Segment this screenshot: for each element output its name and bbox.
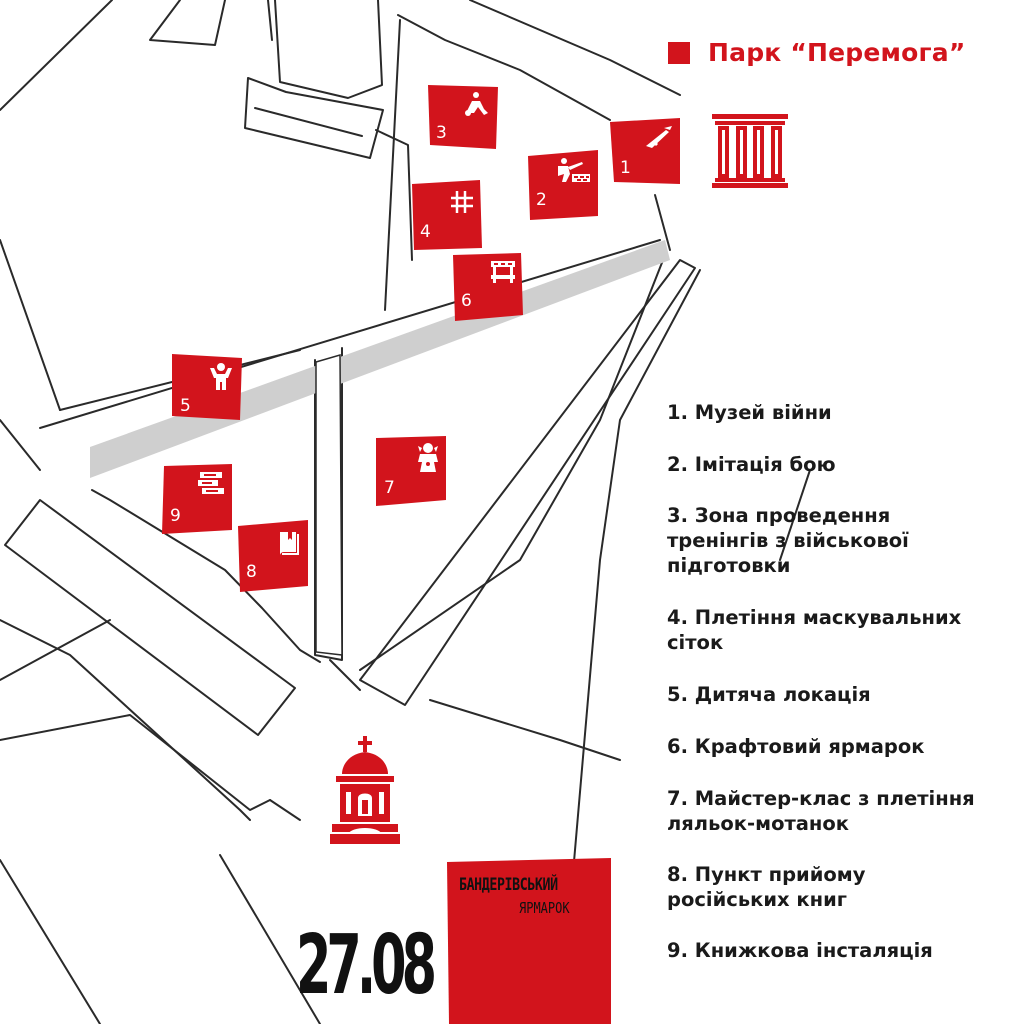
marker-number: 9 <box>170 506 181 526</box>
road-outline <box>0 419 41 471</box>
book-stack-icon <box>198 472 224 494</box>
map-marker-1[interactable]: 1 <box>610 118 680 184</box>
road-outline <box>219 854 321 1024</box>
museum-columns-icon <box>712 114 788 188</box>
road-outline <box>314 347 343 661</box>
park-boundary <box>469 0 681 96</box>
road-outline <box>0 619 111 681</box>
legend-item: 1. Музей війни <box>667 401 832 424</box>
marker-number: 3 <box>436 123 447 143</box>
road-outline <box>0 239 61 411</box>
legend-item: 7. Майстер-клас з плетіння ляльок-мотано… <box>667 787 975 835</box>
building-outline <box>267 0 273 41</box>
map-marker-6[interactable]: 6 <box>453 253 523 321</box>
net-grid-icon <box>451 191 473 213</box>
title-square-icon <box>668 41 690 64</box>
logo-line-2: ЯРМАРОК <box>519 899 570 917</box>
map-marker-2[interactable]: 2 <box>528 150 598 220</box>
road-outline <box>359 254 666 671</box>
event-logo: БАНДЕРІВСЬКИЙ ЯРМАРОК <box>447 858 611 1024</box>
park-boundary <box>384 19 401 311</box>
map-marker-4[interactable]: 4 <box>412 180 482 250</box>
marker-number: 1 <box>620 158 631 178</box>
road-outline <box>0 859 101 1024</box>
map-marker-3[interactable]: 3 <box>428 85 498 149</box>
motanka-doll-icon <box>418 443 438 472</box>
road-outline <box>0 0 113 111</box>
building-outline <box>254 107 363 137</box>
legend-item: 4. Плетіння маскувальних сіток <box>667 606 962 654</box>
legend-item: 6. Крафтовий ярмарок <box>667 735 925 758</box>
logo-bg <box>447 858 611 1024</box>
marker-bg <box>376 436 446 506</box>
marker-bg <box>528 150 598 220</box>
marker-bg <box>172 354 242 420</box>
promenade-path <box>315 354 343 656</box>
road-outline <box>779 469 811 561</box>
road-outline <box>269 799 301 821</box>
map-marker-5[interactable]: 5 <box>172 354 242 420</box>
marker-number: 4 <box>420 222 431 242</box>
legend-item: 8. Пункт прийому російських книг <box>667 863 866 911</box>
road-outline <box>429 699 621 761</box>
map-marker-7[interactable]: 7 <box>376 436 446 506</box>
park-title: Парк “Перемога” <box>668 38 966 67</box>
crawling-soldier-icon <box>465 92 488 116</box>
marker-number: 8 <box>246 562 257 582</box>
logo-line-1: БАНДЕРІВСЬКИЙ <box>459 875 558 895</box>
rifle-icon <box>646 126 672 148</box>
park-boundary <box>397 14 611 121</box>
road-outline <box>559 269 701 1024</box>
marker-number: 6 <box>461 291 472 311</box>
park-boundary <box>375 129 413 261</box>
market-stall-icon <box>491 261 515 283</box>
road-outline <box>329 659 361 691</box>
marker-bg <box>428 85 498 149</box>
marker-number: 2 <box>536 190 547 210</box>
church-icon <box>330 736 400 844</box>
park-title-text: Парк “Перемога” <box>708 38 966 67</box>
marker-number: 5 <box>180 396 191 416</box>
legend-item: 5. Дитяча локація <box>667 683 871 706</box>
road-outline <box>0 714 271 811</box>
soldier-barricade-icon <box>558 158 590 182</box>
book-icon <box>280 532 299 556</box>
legend-item: 2. Імітація бою <box>667 453 836 476</box>
map-marker-8[interactable]: 8 <box>238 520 308 592</box>
road-outline <box>149 0 226 46</box>
marker-number: 7 <box>384 478 395 498</box>
map-marker-9[interactable]: 9 <box>162 464 232 534</box>
building-outline <box>274 0 383 99</box>
building-outline <box>244 77 384 159</box>
legend-item: 3. Зона проведення тренінгів з військово… <box>667 504 909 577</box>
park-boundary <box>654 194 671 251</box>
road-outline <box>39 239 661 429</box>
road-outline <box>359 259 696 706</box>
event-date: 27.08 <box>296 918 437 1013</box>
marker-bg <box>453 253 523 321</box>
legend-item: 9. Книжкова інсталяція <box>667 939 933 962</box>
building-outline <box>4 499 296 736</box>
road-outline <box>0 619 251 821</box>
child-icon <box>210 363 232 390</box>
